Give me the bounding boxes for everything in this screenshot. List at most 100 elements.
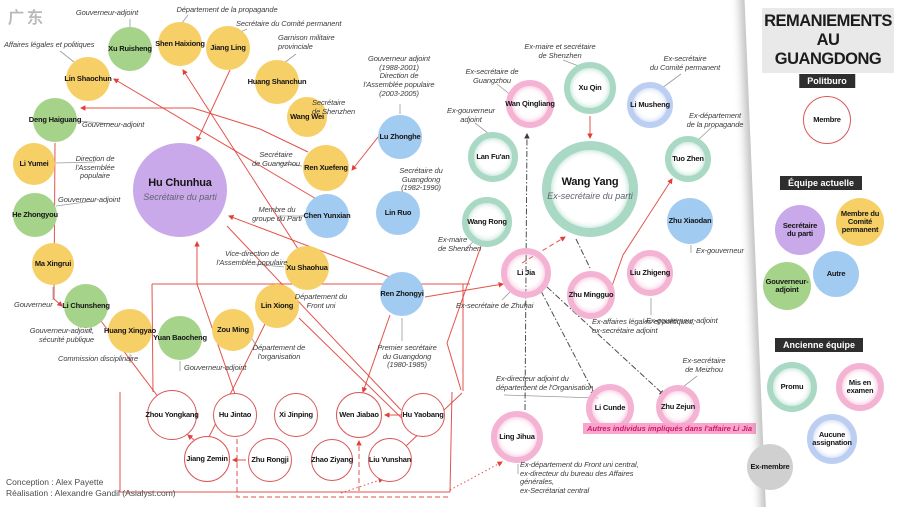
relation-edge [449, 461, 503, 491]
annotation-label: Commission disciplinaire [58, 354, 139, 363]
node-role: Ex-secrétaire du parti [547, 190, 633, 201]
node-name: Membre [813, 115, 841, 125]
node-name: Wang Rong [467, 217, 507, 227]
node-name: Deng Haiguang [28, 115, 82, 125]
node-secr-taire-du-parti: Secrétaire du parti [775, 205, 825, 255]
annotation-label: Affaires légales et politiques [4, 40, 95, 49]
node-zhao-ziyang: Zhao Ziyang [311, 439, 353, 481]
node-lan-fu-an: Lan Fu'an [468, 132, 518, 182]
node-xu-ruisheng: Xu Ruisheng [108, 27, 152, 71]
relation-edge [236, 439, 448, 498]
node-name: Wen Jiabao [339, 410, 379, 420]
node-jiang-zemin: Jiang Zemin [184, 436, 230, 482]
node-name: Huang Shanchun [247, 77, 307, 87]
annotation-label: Ex-gouverneur [696, 246, 744, 255]
relation-edge [113, 78, 319, 201]
node-name: Ma Xingrui [34, 259, 72, 269]
relation-edge [361, 314, 391, 393]
annotation-label: Gouverneur [14, 300, 53, 309]
node-name: Jiang Ling [210, 43, 246, 53]
label-tick [181, 14, 189, 24]
relation-edge [151, 283, 154, 393]
node-hu-yaobang: Hu Yaobang [401, 393, 445, 437]
node-name: Zhou Yongkang [145, 410, 199, 420]
node-yuan-baocheng: Yuan Baocheng [153, 316, 207, 360]
label-tick [55, 200, 94, 207]
relation-edge [340, 477, 384, 494]
credits: Conception : Alex Payette Réalisation : … [6, 477, 176, 499]
node-name: Lin Xiong [260, 301, 294, 311]
node-name: Li Musheng [630, 100, 670, 110]
node-xu-qin: Xu Qin [564, 62, 616, 114]
relation-edge [79, 105, 309, 153]
node-ma-xingrui: Ma Xingrui [32, 243, 74, 285]
annotation-label: Ex-département de la propagande [686, 111, 744, 129]
node-name: Hu Jintao [218, 410, 252, 420]
legend-section-ancienne-quipe: Ancienne équipe [774, 338, 864, 352]
node-li-chunsheng: Li Chunsheng [62, 284, 110, 328]
node-promu: Promu [767, 362, 817, 412]
node-li-musheng: Li Musheng [627, 82, 673, 128]
node-wan-qingliang: Wan Qingliang [505, 80, 555, 128]
annotation-label: Secrétaire du Comité permanent [236, 19, 342, 28]
node-name: Ren Zhongyi [380, 289, 424, 299]
annotation-label: Ex-gouverneur-adjoint [646, 316, 718, 325]
label-tick [78, 120, 113, 125]
node-name: Li Yumei [19, 159, 49, 169]
annotation-label: Gouverneur-adjoint, sécurité publique [29, 326, 94, 344]
credit-realisation: Réalisation : Alexandre Gandil (Asialyst… [6, 488, 176, 499]
node-lin-shaochun: Lin Shaochun [64, 57, 112, 101]
node-tuo-zhen: Tuo Zhen [665, 136, 711, 182]
relation-edge [611, 178, 673, 287]
relation-edge [119, 392, 450, 493]
node-he-zhongyou: He Zhongyou [12, 193, 58, 237]
annotation-label: Ex-gouverneur adjoint [447, 106, 495, 124]
annotation-label: Membre du groupe du Parti [252, 205, 302, 223]
node-wen-jiabao: Wen Jiabao [336, 392, 382, 438]
node-zou-ming: Zou Ming [212, 309, 254, 351]
annotation-label: Département de la propagande [176, 5, 278, 14]
node-name: Zhu Mingguo [568, 290, 614, 300]
annotation-label: Secrétaire du Guangdong (1982-1990) [399, 166, 443, 193]
node-name: Hu Chunhua [148, 177, 212, 190]
node-jiang-ling: Jiang Ling [206, 26, 250, 70]
annotation-label: Secrétaire de Guangzhou [251, 150, 300, 168]
node-lu-zhonghe: Lu Zhonghe [378, 115, 422, 159]
label-tick [55, 161, 96, 164]
relation-edge [182, 69, 301, 253]
annotation-label: Secrétaire de Shenzhen [312, 98, 356, 116]
node-name: Wang Yang [561, 176, 619, 189]
node-name: Li Chunsheng [62, 301, 110, 311]
node-ex-membre: Ex-membre [747, 444, 793, 490]
node-name: Li Jia [517, 268, 535, 278]
node-liu-yunshan: Liu Yunshan [368, 438, 412, 482]
node-ren-xuefeng: Ren Xuefeng [303, 145, 349, 191]
relation-edge [424, 282, 505, 298]
relation-edge [449, 391, 453, 493]
relation-edge [446, 245, 482, 391]
legend-section-quipe-actuelle: Équipe actuelle [779, 176, 863, 190]
node-zhu-mingguo: Zhu Mingguo [567, 271, 615, 319]
node-name: Mis en examen [846, 378, 874, 395]
annotation-label: Ex-secrétaire de Meizhou [682, 356, 726, 374]
node-name: Lin Ruo [384, 208, 412, 218]
annotation-label: Gouverneur-adjoint [82, 120, 145, 129]
node-name: Aucune assignation [812, 430, 852, 447]
node-membre-du-comit-permanent: Membre du Comité permanent [836, 198, 884, 246]
node-name: Yuan Baocheng [153, 333, 207, 343]
node-name: Ex-membre [750, 462, 790, 472]
node-name: Ling Jihua [499, 432, 535, 442]
node-li-jia: Li Jia [501, 248, 551, 298]
annotation-label: Vice-direction de l'Assemblée populaire [216, 249, 288, 267]
node-xi-jinping: Xi Jinping [274, 393, 318, 437]
annotation-label: Direction de l'Assemblée populaire [75, 154, 115, 181]
annotation-label: Ex-maire et secrétaire de Shenzhen [524, 42, 596, 60]
node-name: Tuo Zhen [672, 154, 704, 164]
annotation-label: Ex-directeur adjoint du département de l… [496, 374, 594, 392]
node-name: Xu Qin [578, 83, 602, 93]
affair-note: Autres individus impliqués dans l'affair… [583, 423, 757, 434]
node-name: Jiang Zemin [186, 454, 228, 464]
node-name: Huang Xingyao [104, 326, 156, 336]
